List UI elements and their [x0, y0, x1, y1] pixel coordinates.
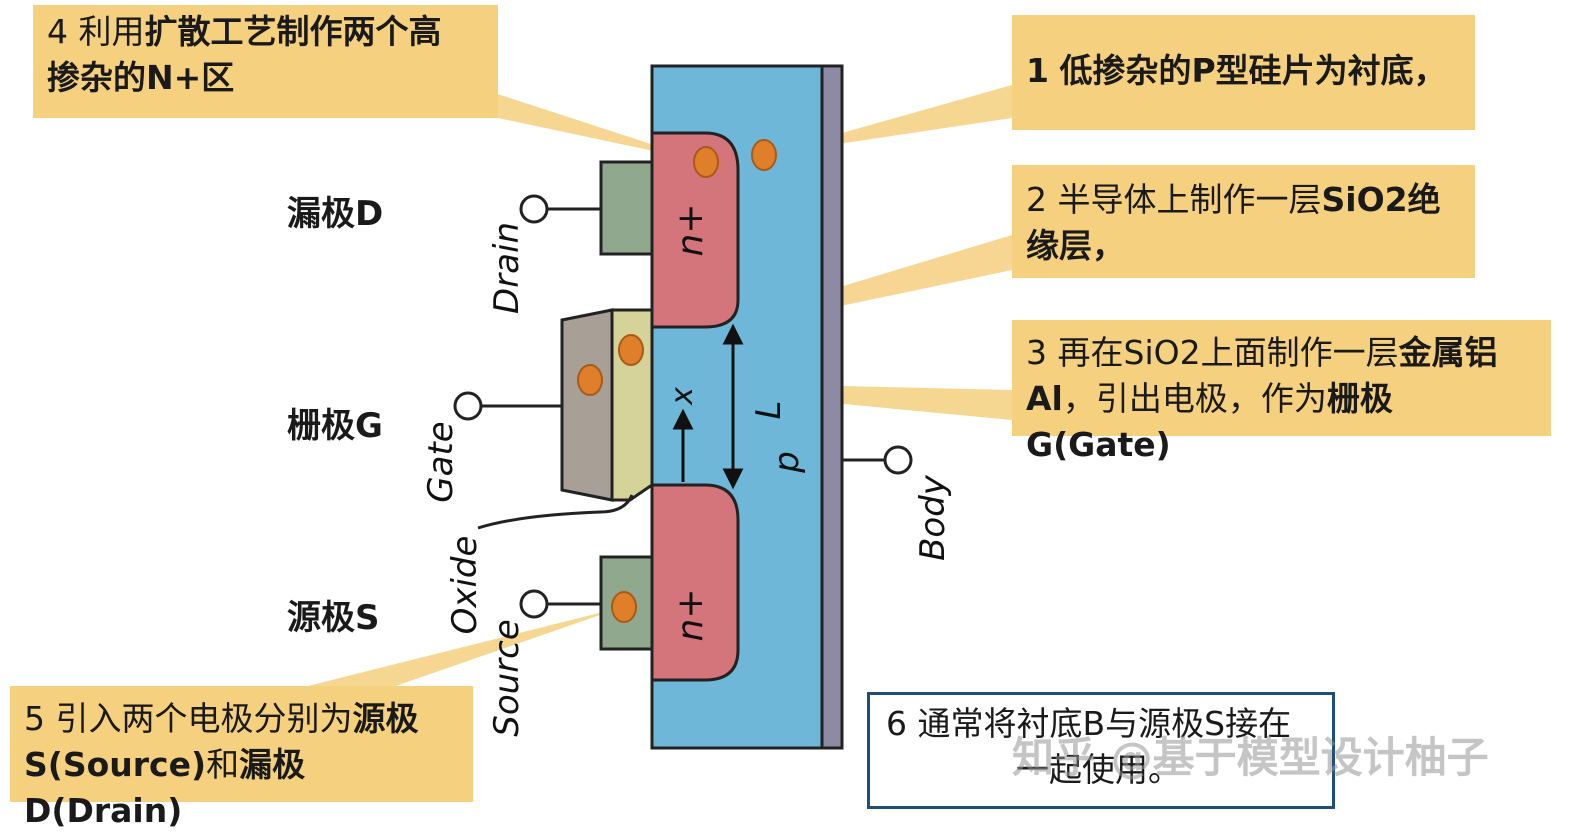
beam-note5 [300, 607, 623, 688]
note-4: 4 利用扩散工艺制作两个高 掺杂的N+区 [33, 5, 498, 118]
note-1: 1 低掺杂的P型硅片为衬底， [1012, 15, 1475, 130]
n-plus-source-region [650, 483, 740, 682]
body-strip [820, 64, 844, 750]
note-3-bold1: 金属铝 [1398, 333, 1498, 372]
note-2-bold2: 缘层， [1026, 226, 1125, 265]
drain-zh-label: 漏极D [287, 194, 384, 234]
source-terminal [519, 589, 549, 619]
watermark: 知乎 @基于模型设计柚子 [1012, 733, 1489, 782]
drain-contact [599, 160, 654, 256]
p-label: p [767, 451, 807, 474]
gate-metal [560, 308, 614, 502]
gate-zh-label: 栅极G [287, 406, 383, 446]
note-3-bold2: Al [1026, 379, 1063, 418]
note-2: 2 半导体上制作一层SiO2绝 缘层， [1012, 165, 1475, 278]
note-3-plain1: 再在SiO2上面制作一层 [1057, 333, 1399, 372]
note-5-plain2: 和 [206, 745, 240, 784]
body-en-label: Body [913, 474, 953, 561]
note-1-num: 1 [1026, 51, 1049, 90]
x-direction-arrow [672, 408, 694, 482]
drain-en-label: Drain [487, 222, 527, 314]
body-terminal [883, 445, 913, 475]
gate-terminal [453, 391, 483, 421]
n-plus-drain-label: n+ [670, 204, 711, 257]
gate-en-label: Gate [421, 421, 461, 502]
note-3-plain2: ，引出电极，作为 [1062, 379, 1327, 418]
markers [577, 139, 777, 623]
marker-n-plus [693, 146, 719, 178]
note-6-line1: 6 通常将衬底B与源极S接在 [886, 704, 1292, 743]
note-5-plain: 引入两个电极分别为 [55, 699, 353, 738]
l-label: L [749, 401, 789, 420]
drain-terminal [519, 194, 549, 224]
note-4-bold1: 扩散工艺制作两个高 [144, 12, 442, 51]
note-5-bold3: 漏极D(Drain) [24, 745, 306, 830]
channel-length-arrow [722, 323, 744, 490]
marker-gate [577, 364, 603, 396]
note-2-num: 2 [1026, 180, 1047, 219]
note-2-plain: 半导体上制作一层 [1057, 180, 1322, 219]
note-5-bold1: 源极 [352, 699, 419, 738]
source-zh-label: 源极S [287, 598, 380, 638]
note-2-bold1: SiO2绝 [1321, 180, 1441, 219]
note-3-bold3: 栅极G(Gate) [1026, 379, 1393, 464]
n-plus-source-label: n+ [670, 589, 711, 642]
note-6: 6 通常将衬底B与源极S接在 一起使用。 [867, 692, 1335, 809]
note-3-num: 3 [1026, 333, 1047, 372]
note-5-num: 5 [24, 699, 45, 738]
marker-substrate [751, 139, 777, 171]
note-5: 5 引入两个电极分别为源极 S(Source)和漏极D(Drain) [10, 686, 473, 830]
beam-note4 [470, 85, 706, 162]
note-5-bold2: S(Source) [24, 745, 207, 784]
note-3: 3 再在SiO2上面制作一层金属铝 Al，引出电极，作为栅极G(Gate) [1012, 320, 1551, 464]
note-4-plain: 利用 [78, 12, 145, 51]
marker-oxide [618, 334, 644, 366]
note-4-bold2: 掺杂的N+区 [47, 58, 235, 97]
x-label: x [665, 387, 700, 406]
note-6-line2: 一起使用。 [1016, 750, 1181, 789]
n-plus-drain-region [650, 131, 740, 329]
oxide-en-label: Oxide [445, 536, 485, 635]
source-en-label: Source [487, 619, 527, 737]
note-1-bold: 低掺杂的P型硅片为衬底， [1059, 51, 1447, 90]
oxide-pointer [477, 494, 634, 530]
note-4-num: 4 [47, 12, 68, 51]
marker-source [611, 591, 637, 623]
